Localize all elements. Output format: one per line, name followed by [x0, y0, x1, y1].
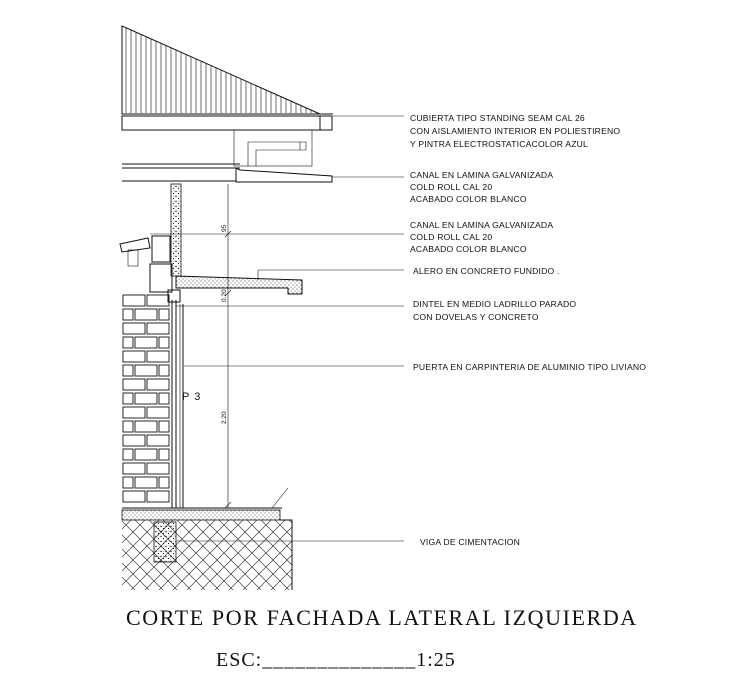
roof-standing-seam [121, 25, 333, 115]
door-tag: P 3 [182, 391, 201, 403]
note-alero: ALERO EN CONCRETO FUNDIDO . [413, 266, 560, 276]
foundation-soil [122, 519, 293, 590]
window-head-detail [119, 235, 173, 293]
door-frame [171, 300, 184, 508]
note-canal2-line-3: ACABADO COLOR BLANCO [410, 244, 527, 254]
dimension-lower: 2.20 [221, 411, 228, 424]
dimension-lines: 95 0.20 2.20 [221, 184, 232, 509]
note-dintel-line-2: CON DOVELAS Y CONCRETO [413, 312, 539, 322]
alero-concreto [167, 275, 303, 303]
note-canal1-line-2: COLD ROLL CAL 20 [410, 182, 492, 192]
drawing-title: CORTE POR FACHADA LATERAL IZQUIERDA [126, 605, 638, 630]
drawing-scale: ESC:______________1:25 [216, 649, 456, 671]
brick-wall [122, 294, 170, 503]
note-roof-line-1: CUBIERTA TIPO STANDING SEAM CAL 26 [410, 113, 585, 123]
note-puerta: PUERTA EN CARPINTERIA DE ALUMINIO TIPO L… [413, 362, 646, 372]
dimension-upper: 95 [221, 224, 228, 232]
note-canal1-line-3: ACABADO COLOR BLANCO [410, 194, 527, 204]
column-block [170, 183, 182, 277]
annotations: CUBIERTA TIPO STANDING SEAM CAL 26 CON A… [410, 113, 646, 547]
note-canal2-line-1: CANAL EN LAMINA GALVANIZADA [410, 220, 553, 230]
note-dintel-line-1: DINTEL EN MEDIO LADRILLO PARADO [413, 299, 576, 309]
note-roof-line-3: Y PINTRA ELECTROSTATICACOLOR AZUL [410, 139, 588, 149]
canal-galvanizado [122, 167, 333, 183]
dimension-middle: 0.20 [221, 289, 228, 302]
gutter-assembly [121, 115, 333, 169]
note-viga: VIGA DE CIMENTACION [420, 537, 520, 547]
note-canal1-line-1: CANAL EN LAMINA GALVANIZADA [410, 170, 553, 180]
leader-lines [150, 115, 404, 542]
note-canal2-line-2: COLD ROLL CAL 20 [410, 232, 492, 242]
note-roof-line-2: CON AISLAMIENTO INTERIOR EN POLIESTIRENO [410, 126, 620, 136]
